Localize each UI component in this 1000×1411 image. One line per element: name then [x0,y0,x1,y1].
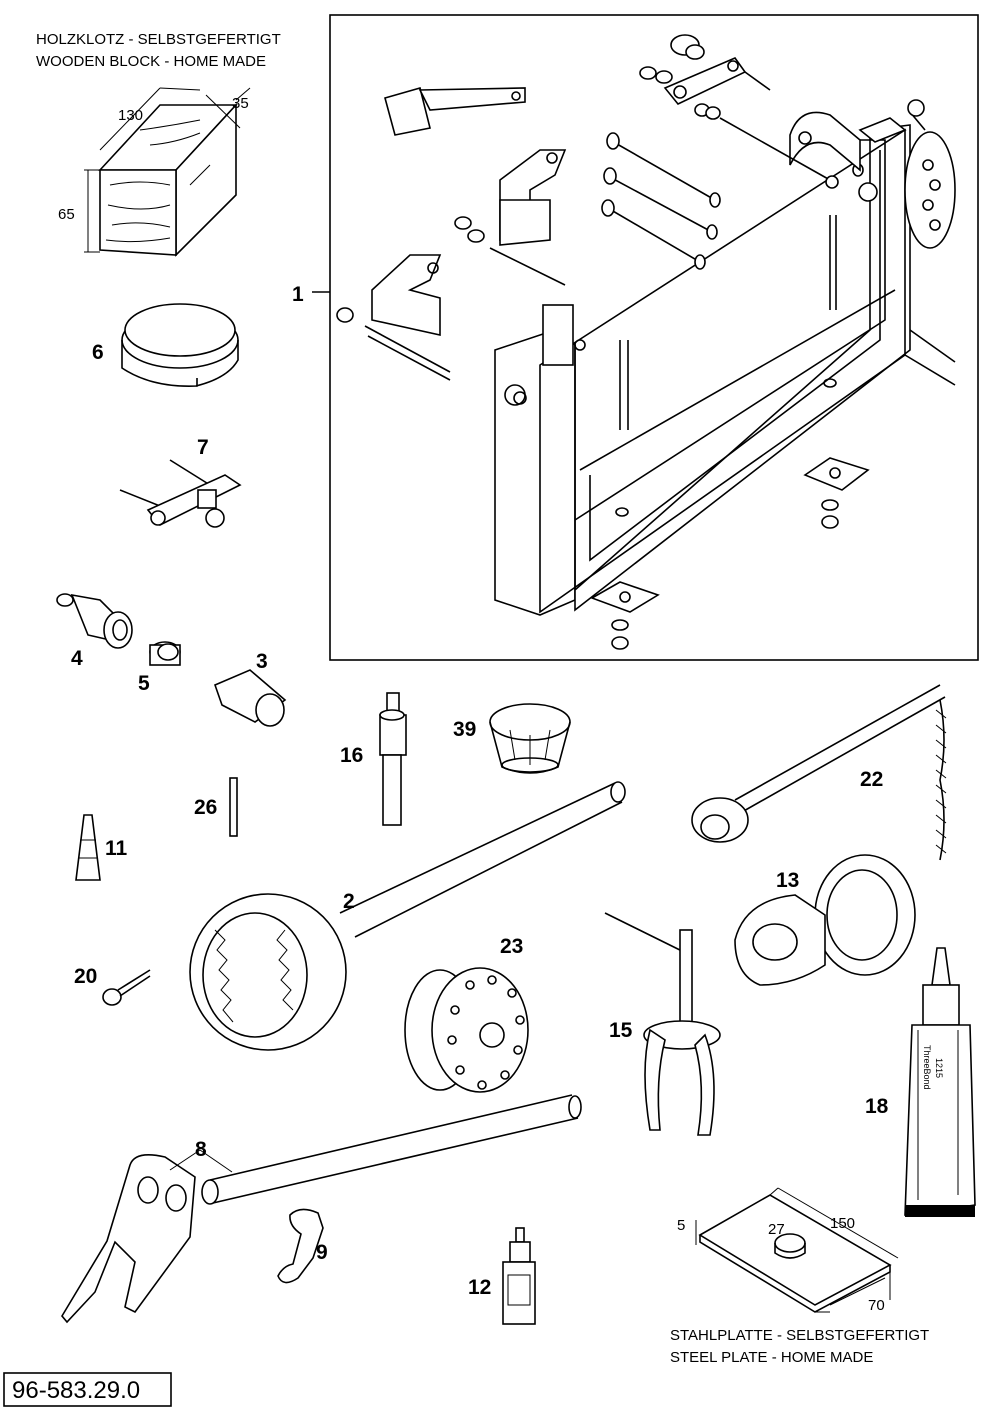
puller-part-7-drawing [119,459,242,528]
puller-part-15-drawing [604,912,721,1136]
plate-hole-dim: 27 [768,1221,785,1238]
disc-part-23-drawing [404,967,529,1093]
tube-product-label: 1215 [934,1058,944,1078]
part-number-label: 9 [316,1241,328,1264]
steel-plate-caption-en: STEEL PLATE - HOME MADE [670,1349,873,1366]
wooden-block-caption-en: WOODEN BLOCK - HOME MADE [36,53,266,70]
tool-part-16-drawing [379,692,407,826]
part-number-label: 7 [197,436,209,459]
document-number: 96-583.29.0 [12,1377,140,1404]
threebond-tube-part-18-drawing: ThreeBond 1215 [904,947,976,1217]
assembly-stand-drawing [336,34,956,650]
block-height-dim: 65 [58,206,75,223]
part-number-label: 22 [860,768,883,791]
tube-brand-label: ThreeBond [922,1045,932,1090]
part-number-label: 4 [71,647,83,670]
sleeve-part-5-drawing [149,641,181,666]
holder-part-8-drawing [61,1094,582,1324]
ring-part-6-drawing [121,303,239,387]
sleeve-part-3-drawing [213,669,287,727]
pin-part-26-drawing [229,777,238,837]
part-1-frame-box [329,14,979,661]
part-number-label: 39 [453,718,476,741]
chain-wrench-part-22-drawing [691,684,947,861]
cup-part-39-drawing [489,703,571,774]
wooden-block-caption-de: HOLZKLOTZ - SELBSTGEFERTIGT [36,31,281,48]
part-number-label: 1 [292,283,304,306]
plate-width-dim: 70 [868,1297,885,1314]
part-number-label: 6 [92,341,104,364]
tube-part-11-drawing [75,814,101,881]
document-number-box [3,1372,172,1407]
socket-part-4-drawing [56,593,133,649]
bottle-part-12-drawing [502,1227,536,1325]
block-length-dim: 130 [118,107,143,124]
steel-plate-caption-de: STAHLPLATTE - SELBSTGEFERTIGT [670,1327,929,1344]
tool-part-9-drawing [277,1208,324,1284]
part-number-label: 12 [468,1276,491,1299]
steel-plate-drawing [695,1187,899,1313]
part-number-label: 15 [609,1019,633,1042]
plate-length-dim: 150 [830,1215,855,1232]
wooden-block-drawing [84,87,251,257]
part-number-label: 11 [105,837,128,860]
block-depth-dim: 35 [232,95,249,112]
part-number-label: 23 [500,935,523,958]
part-number-label: 2 [343,890,355,913]
part-number-label: 8 [195,1138,207,1161]
part-number-label: 18 [865,1095,889,1118]
part-number-label: 13 [776,869,799,892]
part-number-label: 5 [138,672,150,695]
part-number-label: 20 [74,965,97,988]
part-number-label: 26 [194,796,217,819]
part-number-label: 16 [340,744,363,767]
plate-thickness-dim: 5 [677,1217,685,1234]
clutch-holder-part-2-drawing [189,781,626,1051]
bolt-part-20-drawing [102,969,151,1006]
part-number-label: 3 [256,650,268,673]
holder-part-13-drawing [734,854,916,986]
